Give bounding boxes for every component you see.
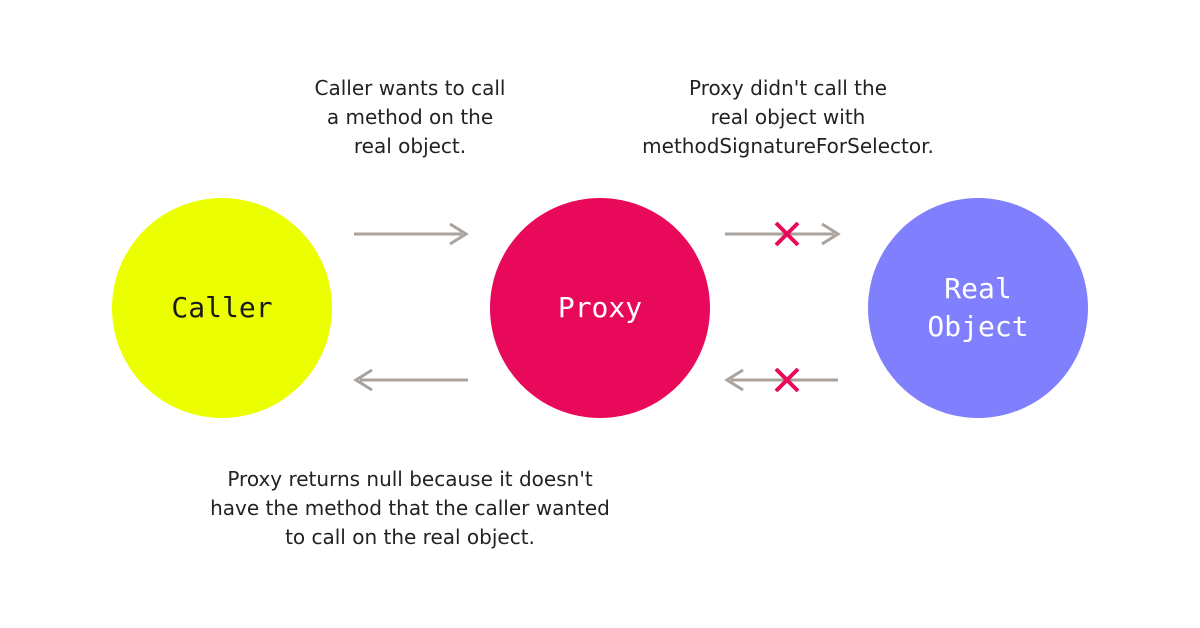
- caption-caller-to-proxy: Caller wants to call a method on the rea…: [314, 76, 506, 158]
- x-mark-icon: [774, 367, 800, 393]
- x-mark-icon: [774, 221, 800, 247]
- caption-proxy-to-real-object: Proxy didn't call the real object with m…: [642, 76, 934, 158]
- caller-node: Caller: [112, 198, 332, 418]
- arrow-head-icon: [449, 222, 469, 246]
- arrow-proxy-to-caller: [353, 368, 468, 392]
- arrow-proxy-to-real-object: [725, 222, 841, 246]
- proxy-node: Proxy: [490, 198, 710, 418]
- real-object-node: Real Object: [868, 198, 1088, 418]
- arrow-head-icon: [353, 368, 373, 392]
- arrow-caller-to-proxy: [354, 222, 469, 246]
- caption-proxy-to-caller: Proxy returns null because it doesn't ha…: [210, 467, 610, 549]
- arrow-head-icon: [724, 368, 744, 392]
- arrow-head-icon: [821, 222, 841, 246]
